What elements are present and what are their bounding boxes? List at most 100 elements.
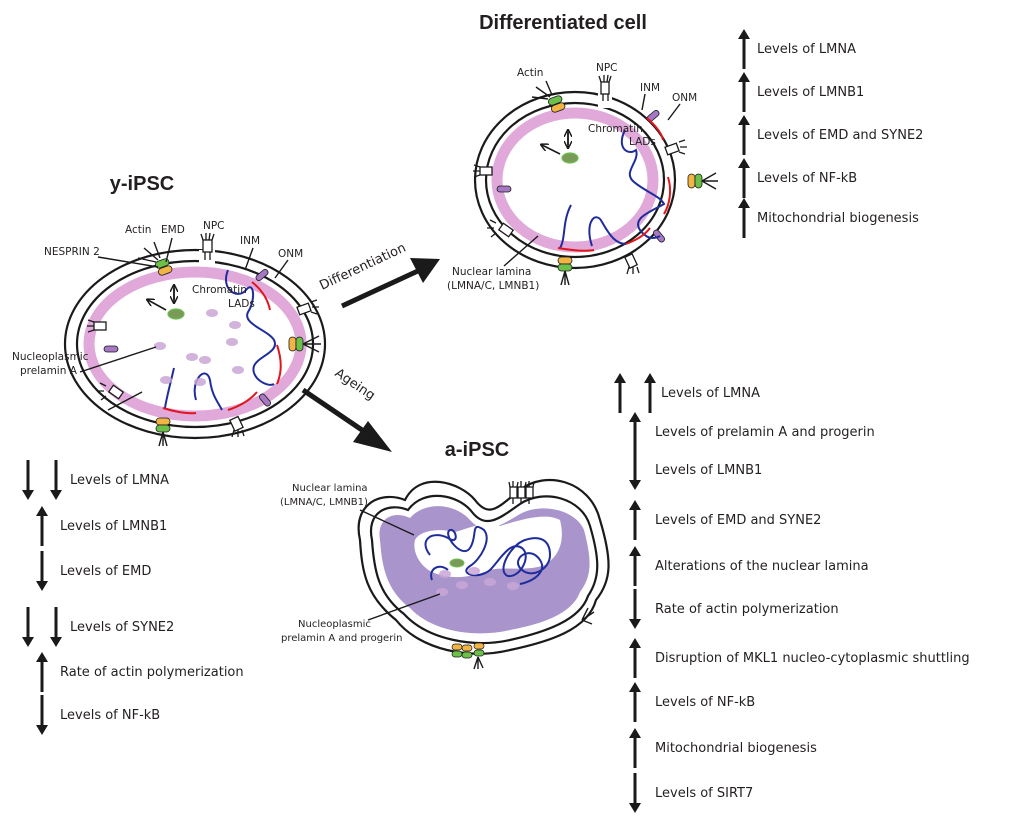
label-lamina-2: (LMNA/C, LMNB1) — [447, 280, 539, 292]
label-actin: Actin — [125, 224, 151, 236]
effect-item: Levels of EMD and SYNE2 — [738, 115, 923, 155]
nucleolus — [449, 558, 465, 568]
lad — [227, 391, 258, 411]
label-prelamin-2: prelamin A and progerin — [281, 633, 402, 644]
inner-nuclear-membrane — [484, 101, 666, 259]
effect-item: Levels of LMNB1 — [738, 72, 864, 112]
effect-item: Levels of LMNB1 — [629, 450, 762, 490]
linc-complex — [155, 417, 171, 447]
label-prelamin-2: prelamin A — [20, 365, 78, 377]
inm-protein — [496, 185, 512, 193]
label-onm: ONM — [278, 248, 303, 260]
effect-text: Levels of NF-kB — [757, 171, 857, 186]
lad — [663, 176, 672, 215]
effect-text: Levels of EMD and SYNE2 — [655, 513, 821, 528]
up-arrow-icon — [644, 373, 656, 413]
leader-line — [165, 237, 173, 263]
lad — [625, 227, 651, 245]
effect-item: Levels of LMNA — [22, 460, 169, 500]
effect-text: Levels of LMNA — [757, 42, 856, 57]
effect-text: Levels of NF-kB — [655, 695, 755, 710]
nucleolus — [561, 152, 579, 164]
label-prelamin-1: Nucleoplasmic — [12, 351, 89, 363]
npc-icon — [200, 232, 215, 260]
up-arrow-icon — [629, 682, 641, 722]
nucleolus — [167, 308, 185, 320]
aged-effects-list: Levels of LMNA Levels of prelamin A and p… — [614, 373, 970, 813]
up-arrow-icon — [738, 72, 750, 112]
down-arrow-icon — [36, 551, 48, 591]
effect-text: Mitochondrial biogenesis — [655, 741, 817, 756]
effect-item: Levels of LMNA — [738, 29, 856, 69]
effect-item: Levels of NF-kB — [738, 158, 857, 198]
effect-text: Rate of actin polymerization — [60, 665, 244, 680]
lad — [557, 247, 595, 252]
down-arrow-icon — [50, 460, 62, 500]
aged-cell-title: a-iPSC — [445, 439, 509, 461]
label-nesprin2: NESPRIN 2 — [44, 246, 100, 258]
lad — [162, 407, 197, 415]
effect-text: Levels of SYNE2 — [70, 620, 174, 635]
effect-item: Rate of actin polymerization — [36, 652, 244, 692]
up-arrow-icon — [738, 115, 750, 155]
effect-item: Levels of NF-kB — [36, 695, 160, 735]
prelamin-progerin-blobs — [436, 567, 519, 596]
leader-line — [641, 93, 646, 111]
effect-item: Levels of prelamin A and progerin — [629, 412, 875, 452]
npc-icon — [473, 164, 493, 178]
effect-text: Disruption of MKL1 nucleo-cytoplasmic sh… — [655, 651, 970, 666]
effect-text: Mitochondrial biogenesis — [757, 211, 919, 226]
label-inm: INM — [640, 82, 660, 94]
effect-item: Levels of SIRT7 — [629, 773, 753, 813]
up-arrow-icon — [629, 500, 641, 540]
label-inm: INM — [240, 235, 260, 247]
npc-icon — [664, 139, 687, 156]
ageing-label: Ageing — [332, 366, 378, 404]
label-chromatin: Chromatin — [192, 284, 247, 296]
effect-text: Levels of EMD and SYNE2 — [757, 128, 923, 143]
effect-item: Levels of SYNE2 — [22, 607, 174, 647]
effect-text: Levels of LMNB1 — [655, 463, 762, 478]
effect-item: Mitochondrial biogenesis — [738, 198, 919, 238]
down-arrow-icon — [22, 607, 34, 647]
inm-protein — [103, 345, 119, 353]
npc-icon — [97, 382, 125, 401]
npc-icon — [296, 299, 319, 316]
up-arrow-icon — [629, 638, 641, 678]
effect-text: Levels of EMD — [60, 564, 151, 579]
linc-complex — [288, 335, 321, 353]
down-arrow-icon — [36, 695, 48, 735]
down-arrow-icon — [22, 460, 34, 500]
young-cell-title: y-iPSC — [110, 173, 174, 195]
differentiation-arrowhead-icon — [410, 258, 440, 283]
effect-item: Levels of EMD and SYNE2 — [629, 500, 821, 540]
differentiation-label: Differentiation — [317, 241, 408, 294]
effect-item: Rate of actin polymerization — [629, 589, 839, 629]
leader-line — [503, 235, 539, 267]
npc-icon — [228, 415, 245, 438]
effect-item: Disruption of MKL1 nucleo-cytoplasmic sh… — [629, 638, 970, 678]
npc-icon — [87, 319, 107, 333]
up-arrow-icon — [629, 728, 641, 768]
inm-protein — [255, 269, 269, 281]
ageing-arrowhead-icon — [353, 421, 392, 452]
label-prelamin-1: Nucleoplasmic — [298, 619, 371, 630]
lad — [276, 344, 282, 385]
leader-line — [79, 346, 157, 373]
leader-line — [359, 509, 415, 536]
up-arrow-icon — [36, 652, 48, 692]
up-arrow-icon — [629, 412, 641, 452]
label-lamina-1: Nuclear lamina — [292, 483, 368, 494]
effect-text: Levels of LMNA — [70, 473, 169, 488]
effect-text: Levels of LMNA — [661, 386, 760, 401]
lad — [646, 117, 664, 141]
young-ipsc-cell: y-iPSC — [12, 173, 327, 447]
effect-text: Levels of prelamin A and progerin — [655, 425, 875, 440]
effect-item: Levels of LMNA — [614, 373, 760, 413]
nucleoplasmic-prelamin-blobs — [154, 309, 244, 386]
export-arrow-icon — [148, 300, 167, 311]
label-lads: LADs — [629, 136, 656, 148]
effect-item: Alterations of the nuclear lamina — [629, 546, 869, 586]
